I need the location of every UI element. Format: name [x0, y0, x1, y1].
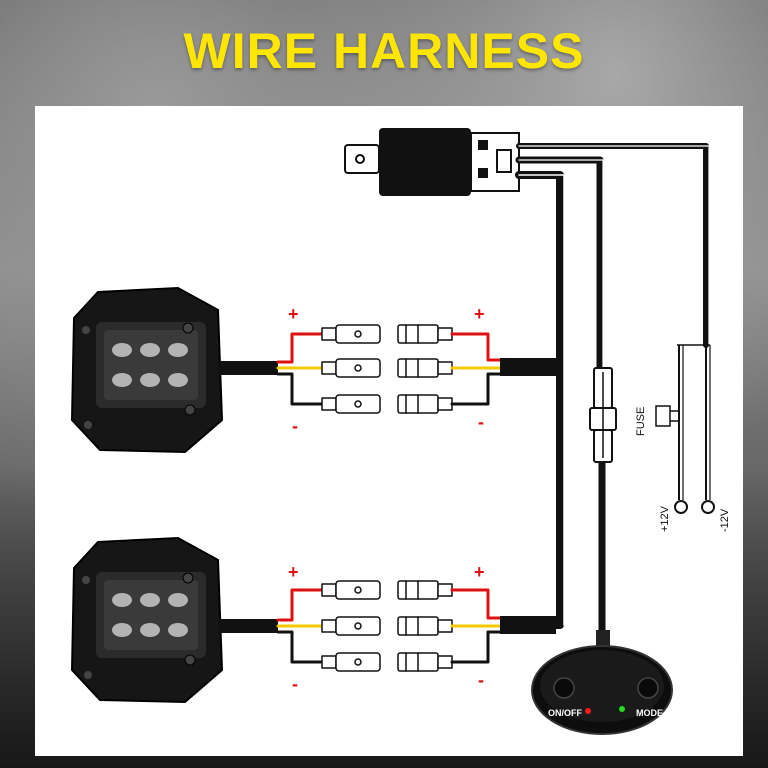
- main-harness: [501, 143, 710, 644]
- harness-2-negative-sign: -: [478, 670, 484, 690]
- positive-ring-terminal: [674, 500, 688, 514]
- harness-trunk-wire: [501, 171, 564, 629]
- inline-connector: [589, 367, 617, 463]
- harness-2-positive-wire: [450, 588, 507, 620]
- page-title: WIRE HARNESS: [183, 23, 585, 79]
- on-off-button[interactable]: [553, 677, 575, 699]
- battery-leads: [655, 344, 715, 514]
- positive-12v-label: +12V: [659, 505, 671, 532]
- pod-2-positive-wire: [276, 588, 324, 622]
- battery-cable-highlight: [518, 145, 710, 346]
- relay-pin: [478, 168, 488, 178]
- harness-1-negative-wire: [450, 372, 507, 406]
- green-indicator-led: [619, 706, 625, 712]
- connector-set-1: [276, 324, 507, 414]
- control-switch: [531, 630, 673, 735]
- fuse-holder: [655, 405, 671, 427]
- relay-body: [379, 128, 471, 196]
- pod-1-negative-wire: [276, 372, 324, 406]
- relay-pin: [496, 149, 512, 173]
- pod-1-positive-wire: [276, 332, 324, 364]
- pod-1-positive-sign: +: [288, 304, 299, 324]
- harness-2-sleeve: [500, 616, 556, 634]
- negative-ring-terminal: [701, 500, 715, 514]
- mode-button[interactable]: [637, 677, 659, 699]
- negative-12v-label: -12V: [719, 508, 731, 532]
- relay-pin: [478, 140, 488, 150]
- mode-label: MODE: [636, 708, 663, 718]
- relay-tab-hole: [355, 154, 365, 164]
- led-light-pod-1: [70, 286, 278, 454]
- switch-cable-highlight: [518, 159, 604, 371]
- harness-1-positive-sign: +: [474, 304, 485, 324]
- red-indicator-led: [585, 708, 591, 714]
- pod-1-negative-sign: -: [292, 416, 298, 436]
- harness-1-sleeve: [500, 358, 556, 376]
- harness-1-positive-wire: [450, 332, 507, 362]
- on-off-label: ON/OFF: [548, 708, 582, 718]
- pod-2-cable: [218, 619, 278, 633]
- fuse-label: FUSE: [635, 407, 647, 436]
- relay-tab: [344, 144, 380, 174]
- harness-highlight: [518, 174, 565, 626]
- harness-1-negative-sign: -: [478, 412, 484, 432]
- pod-1-cable: [218, 361, 278, 375]
- harness-2-positive-sign: +: [474, 562, 485, 582]
- relay: [344, 128, 520, 196]
- pod-2-negative-wire: [276, 630, 324, 664]
- pod-2-positive-sign: +: [288, 562, 299, 582]
- harness-2-negative-wire: [450, 630, 507, 664]
- pod-2-negative-sign: -: [292, 674, 298, 694]
- led-light-pod-2: [70, 536, 278, 704]
- connector-set-2: [276, 580, 507, 672]
